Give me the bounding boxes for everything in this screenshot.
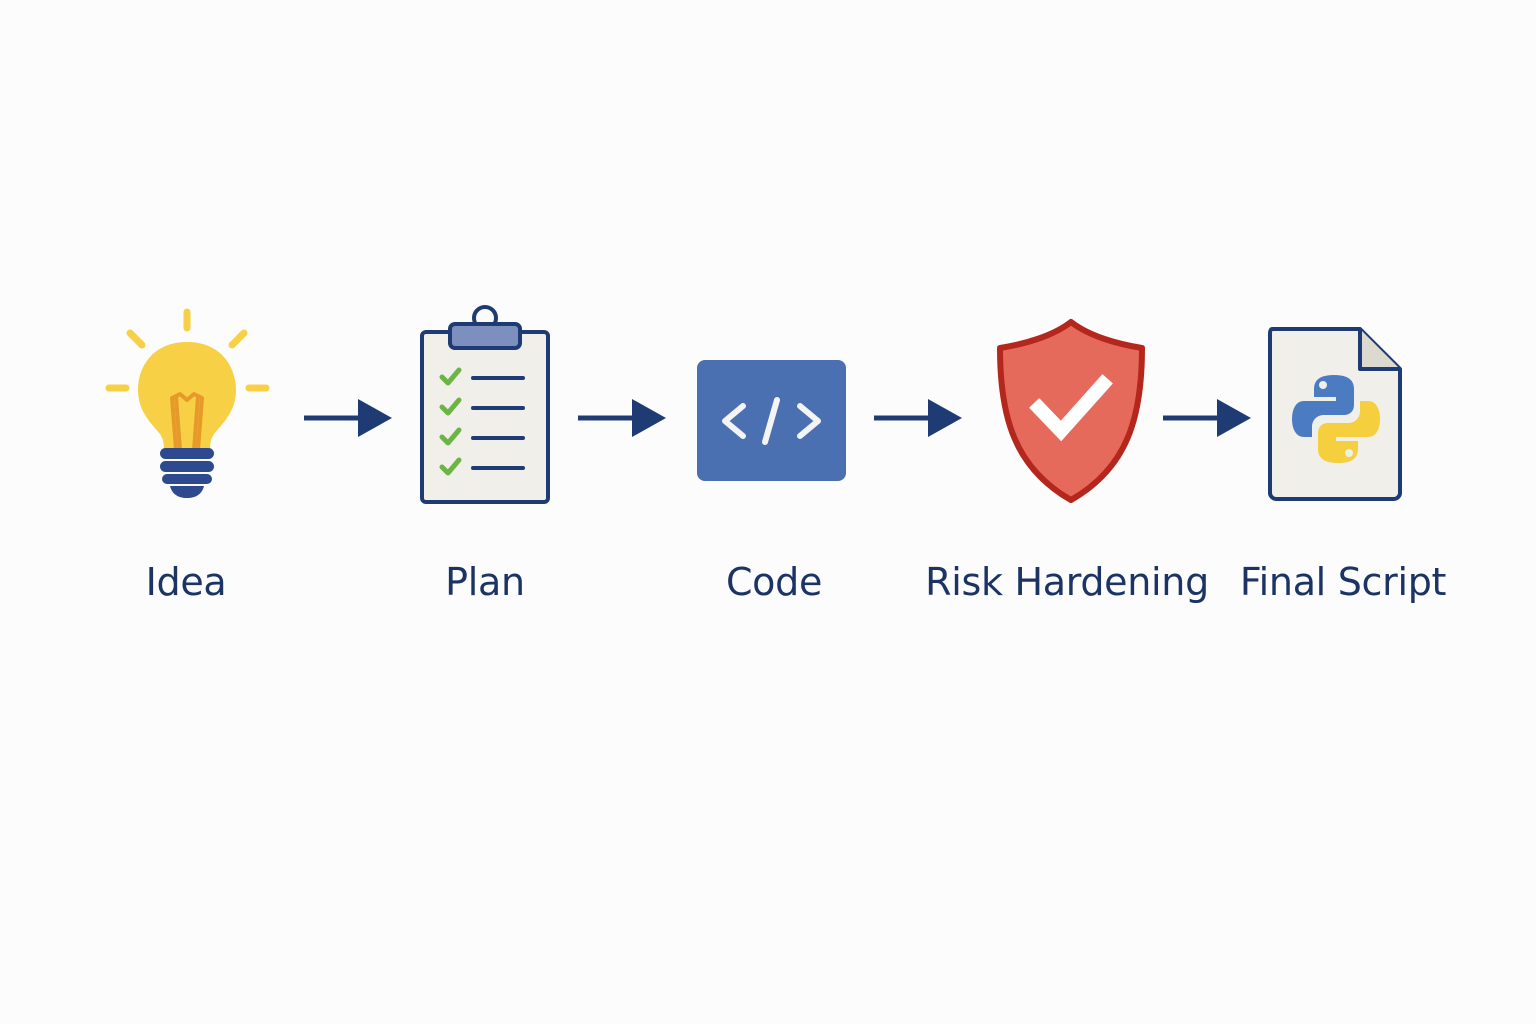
arrow-right-icon [576, 396, 666, 440]
arrow-right-icon [302, 396, 392, 440]
python-file-icon [1264, 323, 1406, 503]
step-label-plan: Plan [445, 560, 525, 604]
clipboard-checklist-icon [415, 300, 555, 510]
step-label-code: Code [725, 560, 823, 604]
code-brackets-icon [697, 360, 846, 481]
arrow-right-icon [872, 396, 962, 440]
arrow-right-icon [1161, 396, 1251, 440]
step-label-risk-hardening: Risk Hardening [925, 560, 1209, 604]
lightbulb-icon [100, 300, 275, 505]
shield-check-icon [995, 318, 1147, 504]
step-label-idea: Idea [145, 560, 227, 604]
step-label-final-script: Final Script [1239, 560, 1447, 604]
